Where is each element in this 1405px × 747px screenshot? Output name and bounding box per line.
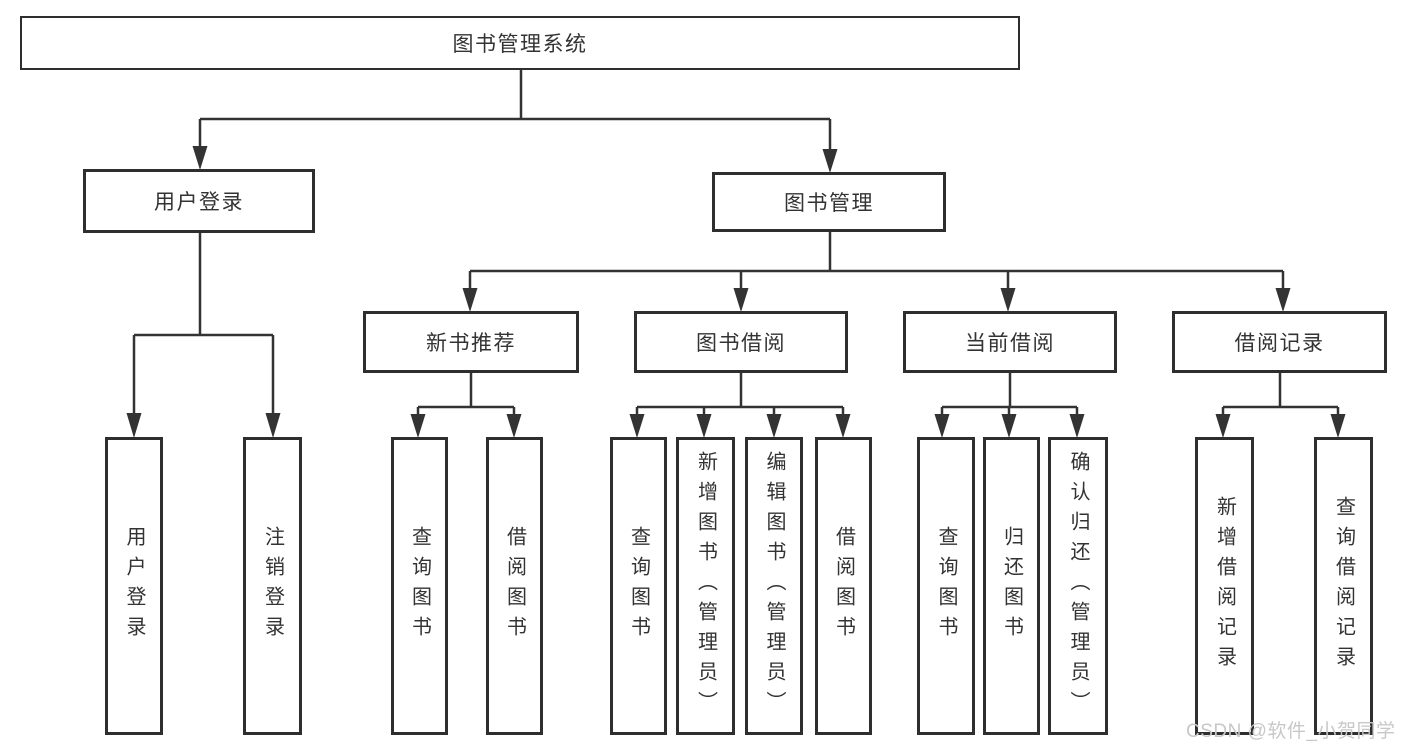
edges-current-borrow-to-leaves xyxy=(934,373,1085,438)
leaf-newbooks-borrow-books-label: 借阅图书 xyxy=(503,526,526,646)
leaf-records-query-record: 查询借阅记录 xyxy=(1314,437,1373,735)
leaf-logout: 注销登录 xyxy=(243,437,302,735)
csdn-watermark: CSDN @软件_小贺同学 xyxy=(1186,721,1396,742)
node-borrow-records-label: 借阅记录 xyxy=(1234,332,1325,355)
leaf-records-add-record: 新增借阅记录 xyxy=(1195,437,1254,735)
node-book-borrow: 图书借阅 xyxy=(634,311,848,373)
node-root-system: 图书管理系统 xyxy=(20,16,1020,70)
leaf-borrow-query-books: 查询图书 xyxy=(610,437,667,735)
leaf-newbooks-query-books: 查询图书 xyxy=(391,437,448,735)
leaf-borrow-borrow-books: 借阅图书 xyxy=(815,437,872,735)
node-current-borrow: 当前借阅 xyxy=(903,311,1117,373)
leaf-borrow-borrow-books-label: 借阅图书 xyxy=(832,526,855,646)
leaf-borrow-add-books-admin-label: 新增图书（管理员） xyxy=(694,451,717,721)
leaf-current-query-books: 查询图书 xyxy=(917,437,975,735)
leaf-records-query-record-label: 查询借阅记录 xyxy=(1332,496,1355,676)
node-current-borrow-label: 当前借阅 xyxy=(965,332,1055,355)
leaf-newbooks-borrow-books: 借阅图书 xyxy=(486,437,543,735)
leaf-user-login-label: 用户登录 xyxy=(123,526,145,646)
node-root-system-label: 图书管理系统 xyxy=(452,33,588,56)
edges-root-to-level2 xyxy=(192,70,838,173)
node-book-management-label: 图书管理 xyxy=(784,192,874,215)
leaf-current-return-books-label: 归还图书 xyxy=(1000,526,1023,646)
edges-user-login-to-leaves xyxy=(126,233,281,438)
node-user-login-label: 用户登录 xyxy=(154,191,244,214)
leaf-current-query-books-label: 查询图书 xyxy=(935,526,957,646)
leaf-borrow-edit-books-admin: 编辑图书（管理员） xyxy=(745,437,803,735)
leaf-current-confirm-return-admin: 确认归还（管理员） xyxy=(1048,437,1108,735)
node-new-book-recommend: 新书推荐 xyxy=(363,311,579,373)
leaf-borrow-query-books-label: 查询图书 xyxy=(627,526,650,646)
node-book-borrow-label: 图书借阅 xyxy=(696,332,786,355)
leaf-logout-label: 注销登录 xyxy=(261,526,284,646)
leaf-current-confirm-return-admin-label: 确认归还（管理员） xyxy=(1067,451,1089,721)
leaf-current-return-books: 归还图书 xyxy=(983,437,1040,735)
leaf-newbooks-query-books-label: 查询图书 xyxy=(408,526,431,646)
edges-records-to-leaves xyxy=(1215,373,1346,438)
node-borrow-records: 借阅记录 xyxy=(1172,311,1387,373)
node-new-book-recommend-label: 新书推荐 xyxy=(426,332,516,355)
leaf-user-login: 用户登录 xyxy=(105,437,163,735)
leaf-borrow-add-books-admin: 新增图书（管理员） xyxy=(676,437,735,735)
leaf-borrow-edit-books-admin-label: 编辑图书（管理员） xyxy=(763,451,785,721)
edges-new-books-to-leaves xyxy=(410,373,522,438)
edges-book-borrow-to-leaves xyxy=(629,373,851,438)
leaf-records-add-record-label: 新增借阅记录 xyxy=(1213,496,1236,676)
node-user-login: 用户登录 xyxy=(83,169,315,233)
node-book-management: 图书管理 xyxy=(712,172,946,232)
edges-book-mgmt-to-level3 xyxy=(462,232,1291,312)
